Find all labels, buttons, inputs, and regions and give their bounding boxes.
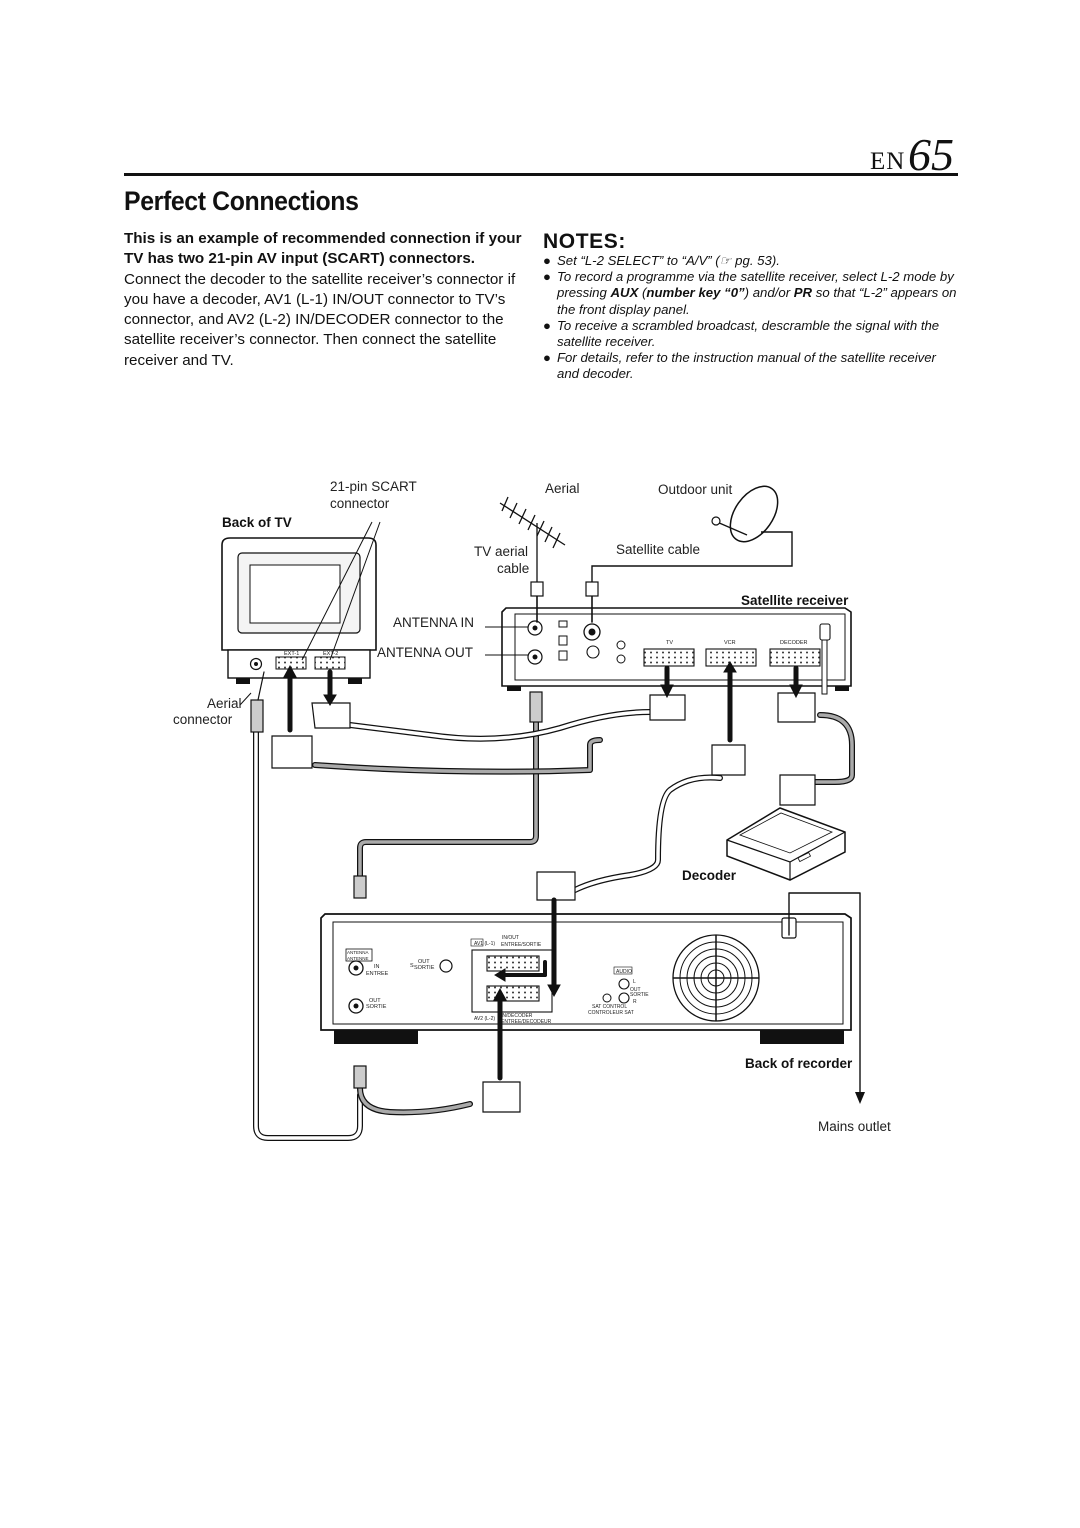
audio-out-label: OUT [630,987,641,993]
aerial-antenna [499,496,566,583]
rec-out-label: OUT [369,998,381,1004]
antenna-label: ANTENNA [347,950,369,955]
ext1-label: EXT-1 [284,651,299,657]
antenna-out-label: ANTENNA OUT [377,645,473,660]
cable-sat-vcr [572,774,723,893]
intro-paragraph: This is an example of recommended connec… [124,229,524,371]
antenne-label: ANTENNE [347,956,369,961]
notes-list: ● Set “L-2 SELECT” to “A/V” (☞ pg. 53). ●… [543,253,958,383]
av2-entree-decodeur-label: ENTREE/DECODEUR [501,1019,552,1025]
note-item: ● To receive a scrambled broadcast, descr… [543,318,958,350]
svideo-out-label: OUT [418,959,430,965]
plugs [250,581,816,1113]
cable-tv-av1 [312,737,603,775]
av2-indecoder-label: IN/DECODER [501,1013,533,1019]
svideo-s-label: S [410,963,414,969]
aerial-connector-label-2: connector [173,712,233,727]
notes-heading: NOTES: [543,230,626,253]
audio-sortie-label: SORTIE [630,992,649,998]
note-text: To receive a scrambled broadcast, descra… [557,317,940,350]
svideo-sortie-label: SORTIE [414,965,435,971]
note-text: To record a programme via the satellite … [557,269,957,317]
outdoor-unit-label: Outdoor unit [658,482,733,497]
bullet: ● [543,253,551,268]
signal-arrows [257,661,803,1081]
mains-outlet-label: Mains outlet [818,1119,891,1134]
av1-entree-sortie-label: ENTREE/SORTIE [501,942,542,948]
recorder-back: ANTENNA ANTENNE IN ENTREE OUT SORTIE S O… [320,913,852,1044]
av1-label: AV1 (L-1) [474,941,495,947]
page-number: 65 [908,129,954,180]
sat-decoder-label: DECODER [780,640,808,646]
decoder-label: Decoder [682,868,737,883]
page-title: Perfect Connections [124,186,359,216]
audio-label: AUDIO [616,969,632,975]
bullet: ● [543,269,551,285]
rec-in-label: IN [374,964,380,970]
av2-label: AV2 (L-2) [474,1016,495,1022]
cable-antenna-out [357,717,539,883]
back-of-tv-label: Back of TV [222,515,292,530]
cables [253,582,865,1141]
satellite-receiver: TV VCR DECODER [501,607,852,695]
note-item: ● For details, refer to the instruction m… [543,350,958,382]
note-item: ● Set “L-2 SELECT” to “A/V” (☞ pg. 53). [543,253,958,269]
av1-inout-label: IN/OUT [502,935,519,941]
tv-aerial-label-2: cable [497,561,529,576]
antenna-in-label: ANTENNA IN [393,615,474,630]
decoder-box [726,807,846,881]
audio-r-label: R [633,999,637,1005]
satellite-receiver-label: Satellite receiver [741,593,849,608]
satellite-cable-label: Satellite cable [616,542,700,557]
scart-label-2: connector [330,496,390,511]
cable-tv-sat [347,709,653,742]
note-text: For details, refer to the instruction ma… [557,350,936,382]
sat-vcr-label: VCR [724,640,736,646]
cable-sat-decoder [812,712,855,785]
cable-aerial-tv [253,729,363,1141]
rec-entree-label: ENTREE [366,971,389,977]
ext2-label: EXT-2 [323,651,338,657]
rec-sortie-label: SORTIE [366,1004,387,1010]
intro-bold: This is an example of recommended connec… [124,230,522,268]
tv-back: EXT-1 EXT-2 [221,537,377,684]
intro-body: Connect the decoder to the satellite rec… [124,270,516,369]
tv-aerial-label-1: TV aerial [474,544,528,559]
bullet: ● [543,350,551,366]
note-text: Set “L-2 SELECT” to “A/V” (☞ pg. 53). [557,253,780,268]
audio-l-label: L [633,979,636,985]
cable-av2-bottom [357,1085,473,1116]
header-rule [124,173,958,176]
scart-label-1: 21-pin SCART [330,479,417,494]
sat-tv-label: TV [666,640,673,646]
aerial-connector-label-1: Aerial [207,696,242,711]
language-tag: EN [870,148,906,175]
aerial-label: Aerial [545,481,580,496]
leader-lines [239,521,528,706]
back-of-recorder-label: Back of recorder [745,1056,853,1071]
note-item: ● To record a programme via the satellite… [543,269,958,318]
cooling-fan [672,934,760,1022]
satellite-dish [591,485,793,583]
bullet: ● [543,317,551,333]
sat-control-label: SAT CONTROL [592,1004,627,1010]
controleur-sat-label: CONTROLEUR SAT [588,1010,634,1016]
